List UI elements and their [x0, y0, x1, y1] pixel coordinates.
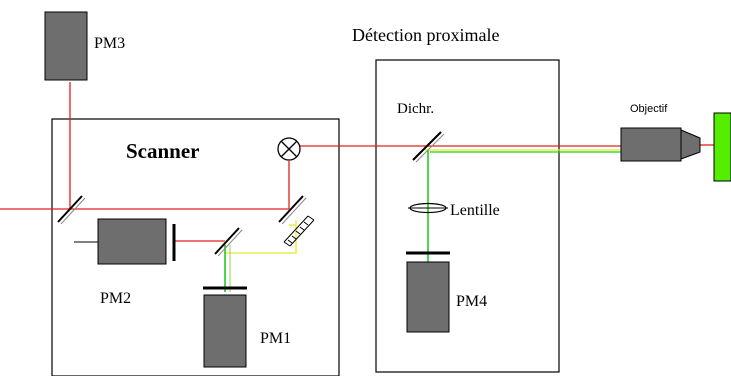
- pm4-label: PM4: [456, 293, 487, 310]
- detection-title: Détection proximale: [352, 25, 499, 45]
- pm2-label: PM2: [100, 290, 131, 307]
- mirror-pm3-shade: [60, 197, 86, 225]
- pm3-label: PM3: [94, 35, 125, 52]
- objective-label: Objectif: [630, 103, 668, 115]
- proximal-detection-box: [375, 59, 560, 373]
- dichroic-label: Dichr.: [397, 101, 434, 117]
- dichroic-scanner-shade: [217, 229, 243, 257]
- objective-icon: [620, 127, 701, 162]
- dichroic-scanner: [214, 227, 240, 255]
- mirror-pm3: [57, 195, 83, 223]
- pm3-block: [44, 11, 88, 81]
- mirror-scanner: [278, 195, 304, 223]
- mirror-scanner-shade: [281, 197, 307, 225]
- pm2-block: [97, 218, 167, 265]
- sample-block: [713, 112, 731, 182]
- dichroic-detection-shade: [415, 133, 445, 163]
- scanner-label: Scanner: [126, 139, 200, 163]
- lens-label: Lentille: [450, 202, 500, 219]
- pm1-label: PM1: [260, 330, 291, 347]
- pm4-block: [406, 261, 450, 333]
- pm1-block: [203, 294, 247, 368]
- dichroic-detection: [412, 131, 442, 161]
- beam-paths: [0, 82, 715, 292]
- scan-mirror-icon: [277, 137, 301, 161]
- hatched-mirror: [283, 215, 315, 247]
- scanner-box: [51, 118, 340, 376]
